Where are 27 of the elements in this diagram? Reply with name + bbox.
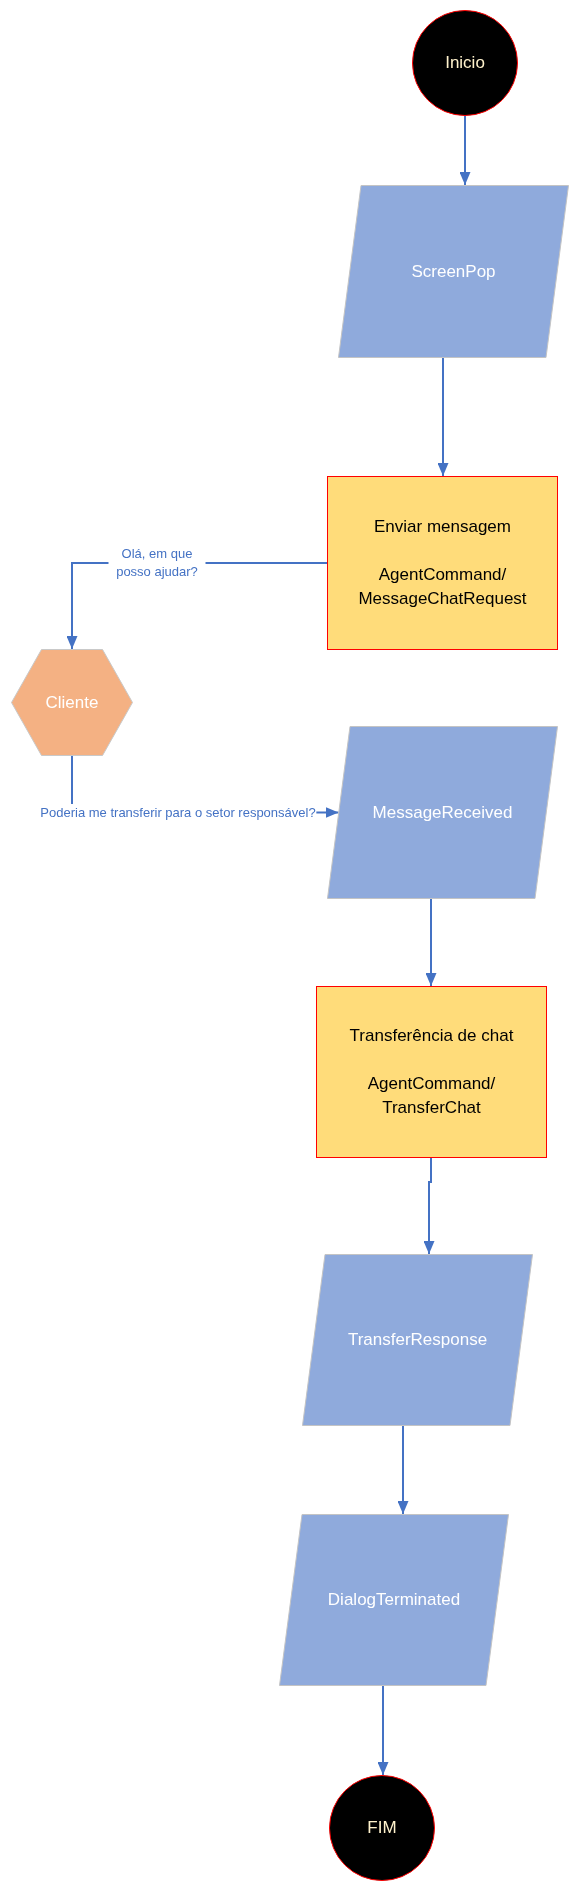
hexagon-node: [11, 649, 133, 756]
node-label: Enviar mensagem: [374, 516, 511, 538]
node-label: AgentCommand/ TransferChat: [366, 1073, 497, 1119]
terminal-circle: [329, 1775, 435, 1881]
arrow: [437, 357, 449, 477]
data-parallelogram: [302, 1254, 533, 1426]
node-label: ScreenPop: [411, 260, 496, 283]
arrow: [425, 898, 437, 987]
edge-label: Poderia me transferir para o setor responsável?: [39, 804, 317, 822]
arrow: [377, 1685, 389, 1776]
data-parallelogram: [338, 185, 569, 358]
node-label: AgentCommand/ MessageChatRequest: [357, 564, 528, 610]
arrow: [459, 115, 471, 186]
data-parallelogram: [279, 1514, 509, 1686]
node-label: DialogTerminated: [327, 1589, 461, 1611]
arrow: [397, 1425, 409, 1515]
node-label: MessageReceived: [372, 801, 513, 824]
node-label: Inicio: [445, 52, 485, 74]
process-box: [327, 476, 558, 650]
node-label: Transferência de chat: [349, 1025, 514, 1047]
process-box: [316, 986, 547, 1158]
terminal-circle: [412, 10, 518, 116]
node-label: Cliente: [45, 691, 99, 714]
arrow: [423, 1157, 435, 1255]
data-parallelogram: [327, 726, 558, 899]
node-label: FIM: [367, 1817, 397, 1839]
node-label: TransferResponse: [347, 1329, 488, 1351]
